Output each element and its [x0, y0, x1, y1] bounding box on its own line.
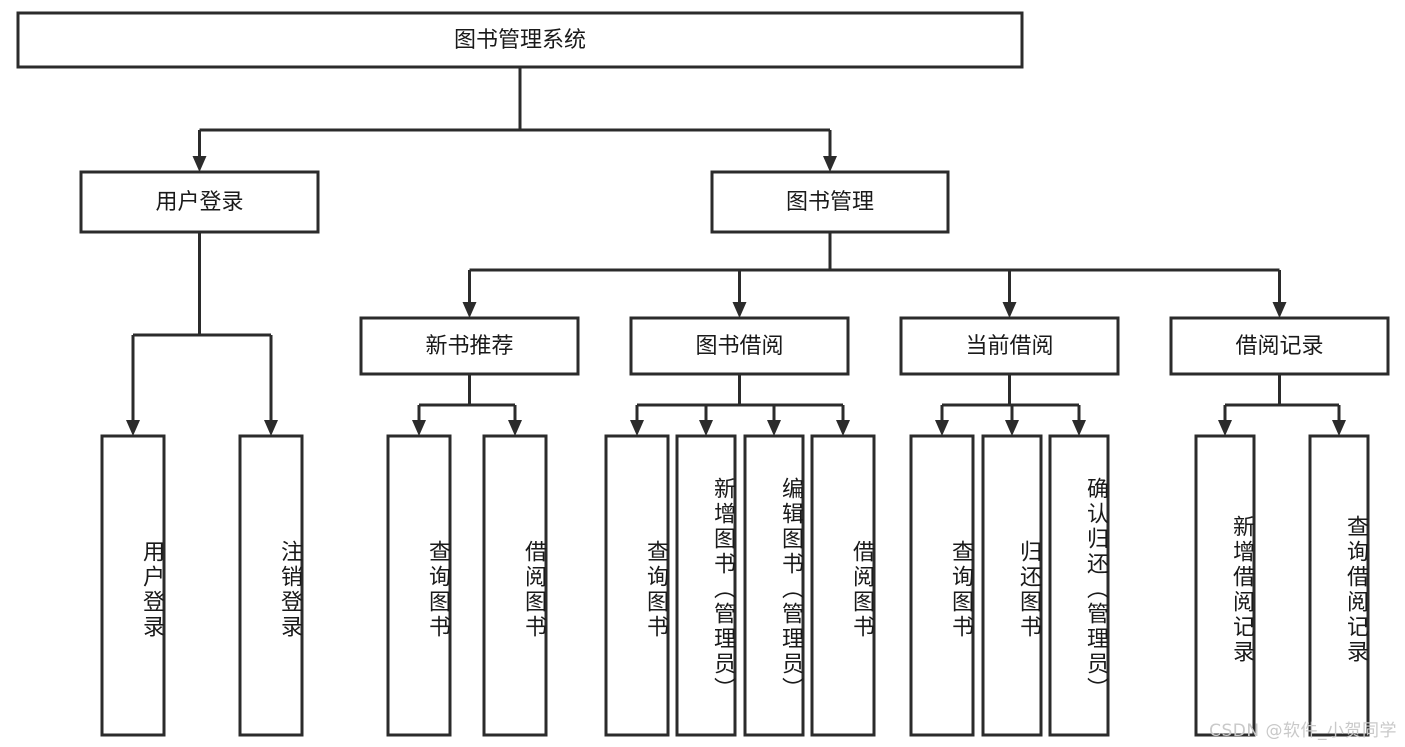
arrow-borrow-record-head	[1272, 302, 1287, 318]
node-leaf-edit-book-admin-rect[interactable]	[743, 434, 805, 737]
node-new-book-recommend-rect[interactable]	[359, 316, 580, 376]
arrow-leaf-add-book-admin-head	[699, 420, 713, 436]
arrow-leaf-query-book-rec-head	[412, 420, 426, 436]
node-current-borrow-rect[interactable]	[899, 316, 1120, 376]
node-root-label: 图书管理系统	[454, 28, 586, 53]
arrow-leaf-add-borrow-record-head	[1218, 420, 1232, 436]
node-leaf-logout[interactable]	[238, 434, 304, 737]
node-leaf-query-borrow-record[interactable]	[1308, 434, 1370, 737]
node-book-manage-rect[interactable]	[710, 170, 950, 234]
node-borrow-record-rect[interactable]	[1169, 316, 1390, 376]
node-leaf-borrow-book-rec-rect[interactable]	[482, 434, 548, 737]
node-leaf-query-borrow-record-rect[interactable]	[1308, 434, 1370, 737]
node-current-borrow[interactable]: 当前借阅	[899, 316, 1120, 376]
node-leaf-user-login[interactable]	[100, 434, 166, 737]
node-book-manage-label: 图书管理	[786, 190, 874, 215]
node-book-borrow-rect[interactable]	[629, 316, 850, 376]
node-leaf-add-borrow-record[interactable]	[1194, 434, 1256, 737]
node-leaf-query-book-rec[interactable]	[386, 434, 452, 737]
node-current-borrow-label: 当前借阅	[965, 334, 1053, 359]
node-leaf-user-login-rect[interactable]	[100, 434, 166, 737]
node-leaf-confirm-return-admin-rect[interactable]	[1048, 434, 1110, 737]
node-root[interactable]: 图书管理系统	[16, 11, 1024, 69]
arrow-leaf-query-book-cur-head	[935, 420, 949, 436]
connector-lines	[126, 67, 1346, 436]
arrow-new-book-recommend-head	[462, 302, 477, 318]
watermark-text: CSDN @软件_小贺同学	[1209, 721, 1397, 741]
node-leaf-add-borrow-record-rect[interactable]	[1194, 434, 1256, 737]
arrow-user-login-head	[192, 156, 207, 172]
node-leaf-query-book-cur-rect[interactable]	[909, 434, 975, 737]
node-leaf-add-book-admin-rect[interactable]	[675, 434, 737, 737]
arrow-leaf-borrow-book-bor-head	[836, 420, 850, 436]
arrow-leaf-user-login-head	[126, 420, 140, 436]
node-user-login-label: 用户登录	[155, 190, 243, 215]
arrow-leaf-return-book-head	[1005, 420, 1019, 436]
node-leaf-query-book-bor-rect[interactable]	[604, 434, 670, 737]
node-new-book-recommend[interactable]: 新书推荐	[359, 316, 580, 376]
node-leaf-query-book-cur[interactable]	[909, 434, 975, 737]
node-book-manage[interactable]: 图书管理	[710, 170, 950, 234]
node-book-borrow[interactable]: 图书借阅	[629, 316, 850, 376]
arrow-leaf-confirm-return-admin-head	[1072, 420, 1086, 436]
node-root-rect[interactable]	[16, 11, 1024, 69]
node-borrow-record-label: 借阅记录	[1235, 334, 1323, 359]
arrow-current-borrow-head	[1002, 302, 1017, 318]
node-leaf-return-book[interactable]	[981, 434, 1043, 737]
arrow-leaf-logout-head	[264, 420, 278, 436]
arrow-book-manage-head	[823, 156, 837, 172]
node-new-book-recommend-label: 新书推荐	[425, 334, 513, 359]
node-leaf-borrow-book-bor[interactable]	[810, 434, 876, 737]
arrow-leaf-query-book-bor-head	[630, 420, 644, 436]
node-book-borrow-label: 图书借阅	[695, 334, 783, 359]
arrow-leaf-borrow-book-rec-head	[508, 420, 522, 436]
arrow-leaf-edit-book-admin-head	[767, 420, 781, 436]
node-leaf-edit-book-admin[interactable]	[743, 434, 805, 737]
node-leaf-confirm-return-admin[interactable]	[1048, 434, 1110, 737]
arrow-book-borrow-head	[732, 302, 747, 318]
node-leaf-query-book-bor[interactable]	[604, 434, 670, 737]
node-leaf-borrow-book-rec[interactable]	[482, 434, 548, 737]
node-leaf-borrow-book-bor-rect[interactable]	[810, 434, 876, 737]
node-leaf-query-book-rec-rect[interactable]	[386, 434, 452, 737]
node-borrow-record[interactable]: 借阅记录	[1169, 316, 1390, 376]
node-user-login-rect[interactable]	[79, 170, 320, 234]
node-leaf-logout-rect[interactable]	[238, 434, 304, 737]
node-leaf-return-book-rect[interactable]	[981, 434, 1043, 737]
node-user-login[interactable]: 用户登录	[79, 170, 320, 234]
node-leaf-add-book-admin[interactable]	[675, 434, 737, 737]
arrow-leaf-query-borrow-record-head	[1332, 420, 1346, 436]
